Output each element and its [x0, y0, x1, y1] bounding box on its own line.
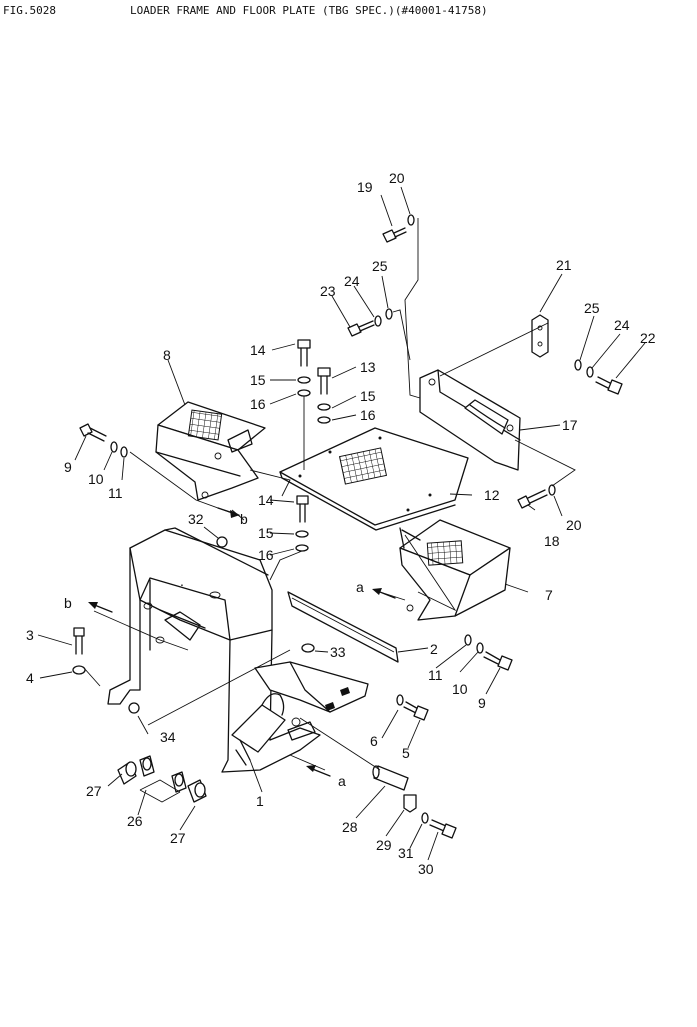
figure-id: FIG.5028 — [3, 4, 56, 17]
callout-28: 28 — [342, 819, 358, 835]
callout-29: 29 — [376, 837, 392, 853]
right-cover — [399, 519, 511, 621]
callout-20-right: 20 — [566, 517, 582, 533]
callout-4: 4 — [26, 670, 34, 686]
view-marker-b-right: b — [240, 511, 248, 527]
callout-5: 5 — [402, 745, 410, 761]
callout-2: 2 — [430, 641, 438, 657]
callout-24-left: 24 — [344, 273, 360, 289]
callout-24-right: 24 — [614, 317, 630, 333]
callout-16-low: 16 — [258, 547, 274, 563]
floor-plate — [279, 427, 469, 531]
callout-19: 19 — [357, 179, 373, 195]
callout-18: 18 — [544, 533, 560, 549]
callout-11-left: 11 — [108, 485, 123, 501]
callout-7: 7 — [545, 587, 553, 603]
callout-6: 6 — [370, 733, 378, 749]
callout-14-mid: 14 — [258, 492, 274, 508]
figure-title: LOADER FRAME AND FLOOR PLATE (TBG SPEC.)… — [130, 4, 488, 17]
callout-33: 33 — [330, 644, 346, 660]
callout-15-top: 15 — [250, 372, 266, 388]
callout-31: 31 — [398, 845, 414, 861]
callout-20-top: 20 — [389, 170, 405, 186]
callout-27-left: 27 — [86, 783, 102, 799]
callout-12: 12 — [484, 487, 500, 503]
callout-14-top: 14 — [250, 342, 266, 358]
part-2-bar — [287, 591, 399, 663]
svg-text:.: . — [180, 573, 184, 589]
view-marker-a-lower: a — [338, 773, 346, 789]
callout-32: 32 — [188, 511, 204, 527]
callout-25-right: 25 — [584, 300, 600, 316]
callout-9-left: 9 — [64, 459, 72, 475]
callout-13: 13 — [360, 359, 376, 375]
callout-labels: 1 2 3 4 5 6 7 8 9 10 11 12 13 14 15 16 1… — [26, 170, 656, 877]
callout-15-low: 15 — [258, 525, 274, 541]
callout-8: 8 — [163, 347, 171, 363]
callout-26: 26 — [127, 813, 143, 829]
callout-25-left: 25 — [372, 258, 388, 274]
mount-bracket — [254, 661, 369, 713]
callout-1: 1 — [256, 793, 264, 809]
callout-10-left: 10 — [88, 471, 104, 487]
callout-11-right: 11 — [428, 667, 443, 683]
callout-10-right: 10 — [452, 681, 468, 697]
callout-3: 3 — [26, 627, 34, 643]
view-marker-b-left: b — [64, 595, 72, 611]
callout-22: 22 — [640, 330, 656, 346]
callout-34: 34 — [160, 729, 176, 745]
rear-plate — [419, 314, 549, 471]
view-arrows — [88, 507, 396, 777]
callout-9-right: 9 — [478, 695, 486, 711]
callout-16-top: 16 — [250, 396, 266, 412]
view-marker-a-upper: a — [356, 579, 364, 595]
loader-frame: . — [107, 527, 321, 773]
left-cover — [155, 401, 266, 501]
callout-17: 17 — [562, 417, 578, 433]
fasteners — [72, 214, 623, 839]
callout-27-right: 27 — [170, 830, 186, 846]
callout-30: 30 — [418, 861, 434, 877]
leader-lines — [37, 186, 646, 861]
callout-21: 21 — [556, 257, 572, 273]
callout-15-mid: 15 — [360, 388, 376, 404]
callout-23: 23 — [320, 283, 336, 299]
callout-16-mid: 16 — [360, 407, 376, 423]
